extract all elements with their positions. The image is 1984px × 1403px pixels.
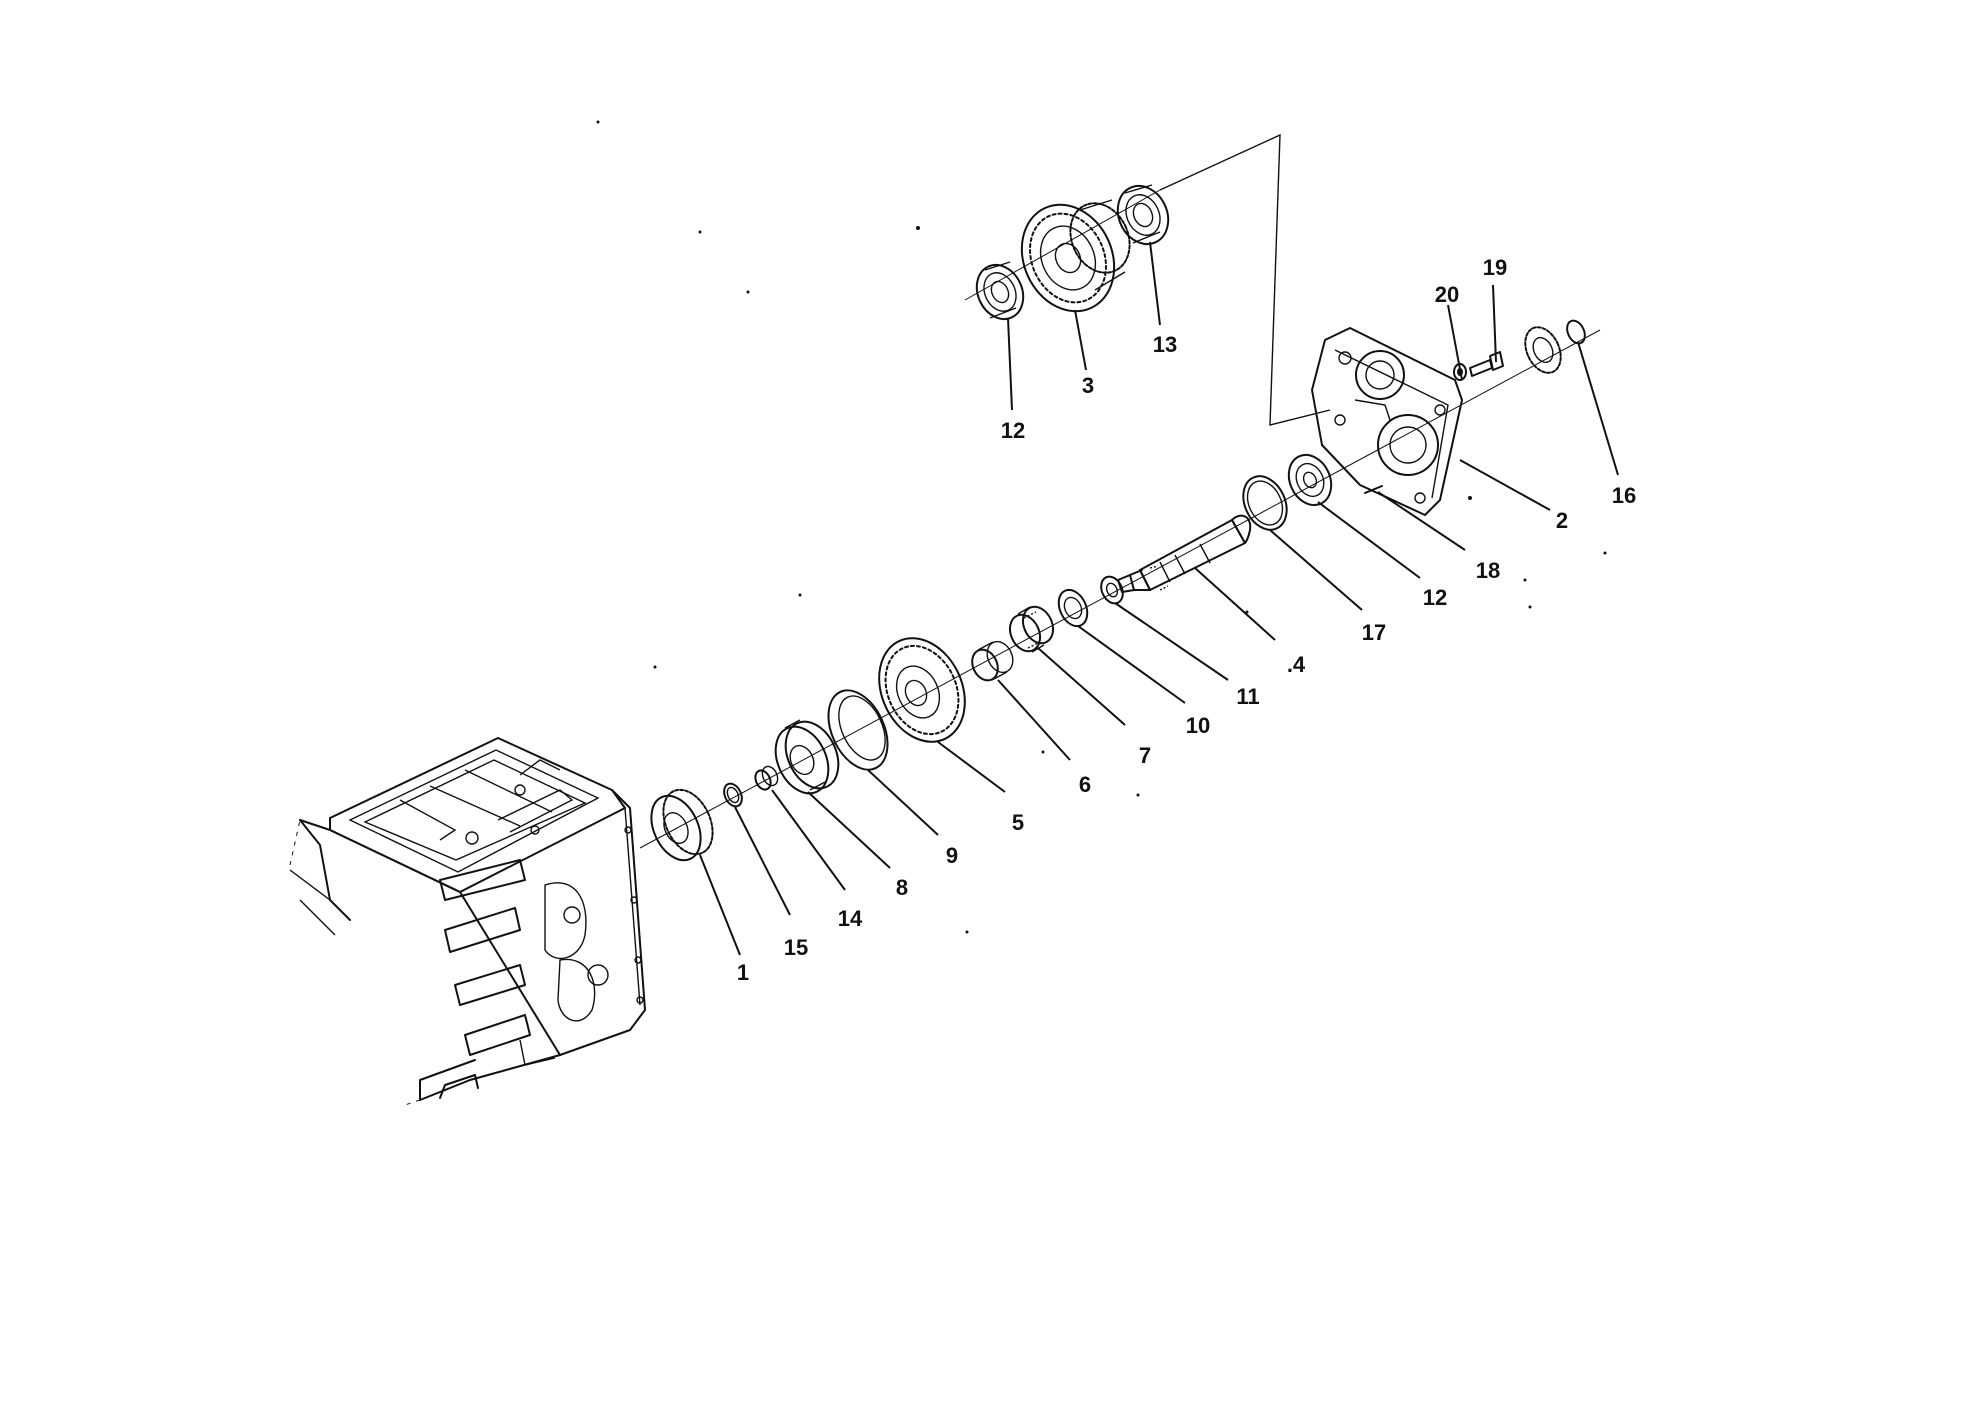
o-ring-17 <box>1242 475 1288 531</box>
label-part-10: 10 <box>1186 713 1210 738</box>
snap-ring-16 <box>1566 319 1586 345</box>
output-gear <box>1524 326 1562 374</box>
dowel-pin-18 <box>1364 485 1383 494</box>
label-part-18: 18 <box>1476 558 1500 583</box>
washer-11 <box>1100 575 1124 605</box>
label-part-13: 13 <box>1153 332 1177 357</box>
label-part-4: .4 <box>1287 652 1306 677</box>
label-part-12-upper: 12 <box>1001 418 1025 443</box>
upper-assembly-axis <box>964 133 1331 426</box>
label-part-12-lower: 12 <box>1423 585 1447 610</box>
label-part-1: 1 <box>737 960 749 985</box>
label-part-19: 19 <box>1483 255 1507 280</box>
needle-bearing-7 <box>1008 605 1055 653</box>
label-part-15: 15 <box>784 935 808 960</box>
label-part-20: 20 <box>1435 282 1459 307</box>
bearing-12-lower <box>1287 453 1333 507</box>
collar-14 <box>754 765 779 791</box>
snap-ring-15 <box>723 782 743 808</box>
label-part-6: 6 <box>1079 772 1091 797</box>
scan-specks <box>596 120 1607 934</box>
label-part-11: 11 <box>1236 684 1259 709</box>
bearing-13 <box>1116 184 1170 246</box>
label-part-16: 16 <box>1612 483 1636 508</box>
thrust-washer-10 <box>1057 588 1089 628</box>
synchro-hub-8 <box>774 719 840 795</box>
cluster-gear-3 <box>1020 199 1131 313</box>
label-part-5: 5 <box>1012 810 1024 835</box>
label-part-17: 17 <box>1362 620 1386 645</box>
bushing-6 <box>971 640 1014 682</box>
gear-1 <box>650 788 714 862</box>
transmission-housing <box>289 737 646 1106</box>
label-part-8: 8 <box>896 875 908 900</box>
shaft-4 <box>1117 514 1252 593</box>
gear-5 <box>878 637 966 743</box>
part-labels: 1 2 3 .4 5 6 7 8 9 10 11 12 12 13 14 15 … <box>737 255 1636 985</box>
bearing-12-upper <box>975 261 1025 321</box>
label-part-2: 2 <box>1556 508 1568 533</box>
bolt-19 <box>1469 351 1504 377</box>
label-part-3: 3 <box>1082 373 1094 398</box>
synchro-ring-9 <box>827 689 889 771</box>
label-part-14: 14 <box>838 906 863 931</box>
label-part-9: 9 <box>946 843 958 868</box>
label-part-7: 7 <box>1139 743 1151 768</box>
cover-plate-2 <box>1311 327 1463 516</box>
callout-lines <box>699 241 1619 956</box>
